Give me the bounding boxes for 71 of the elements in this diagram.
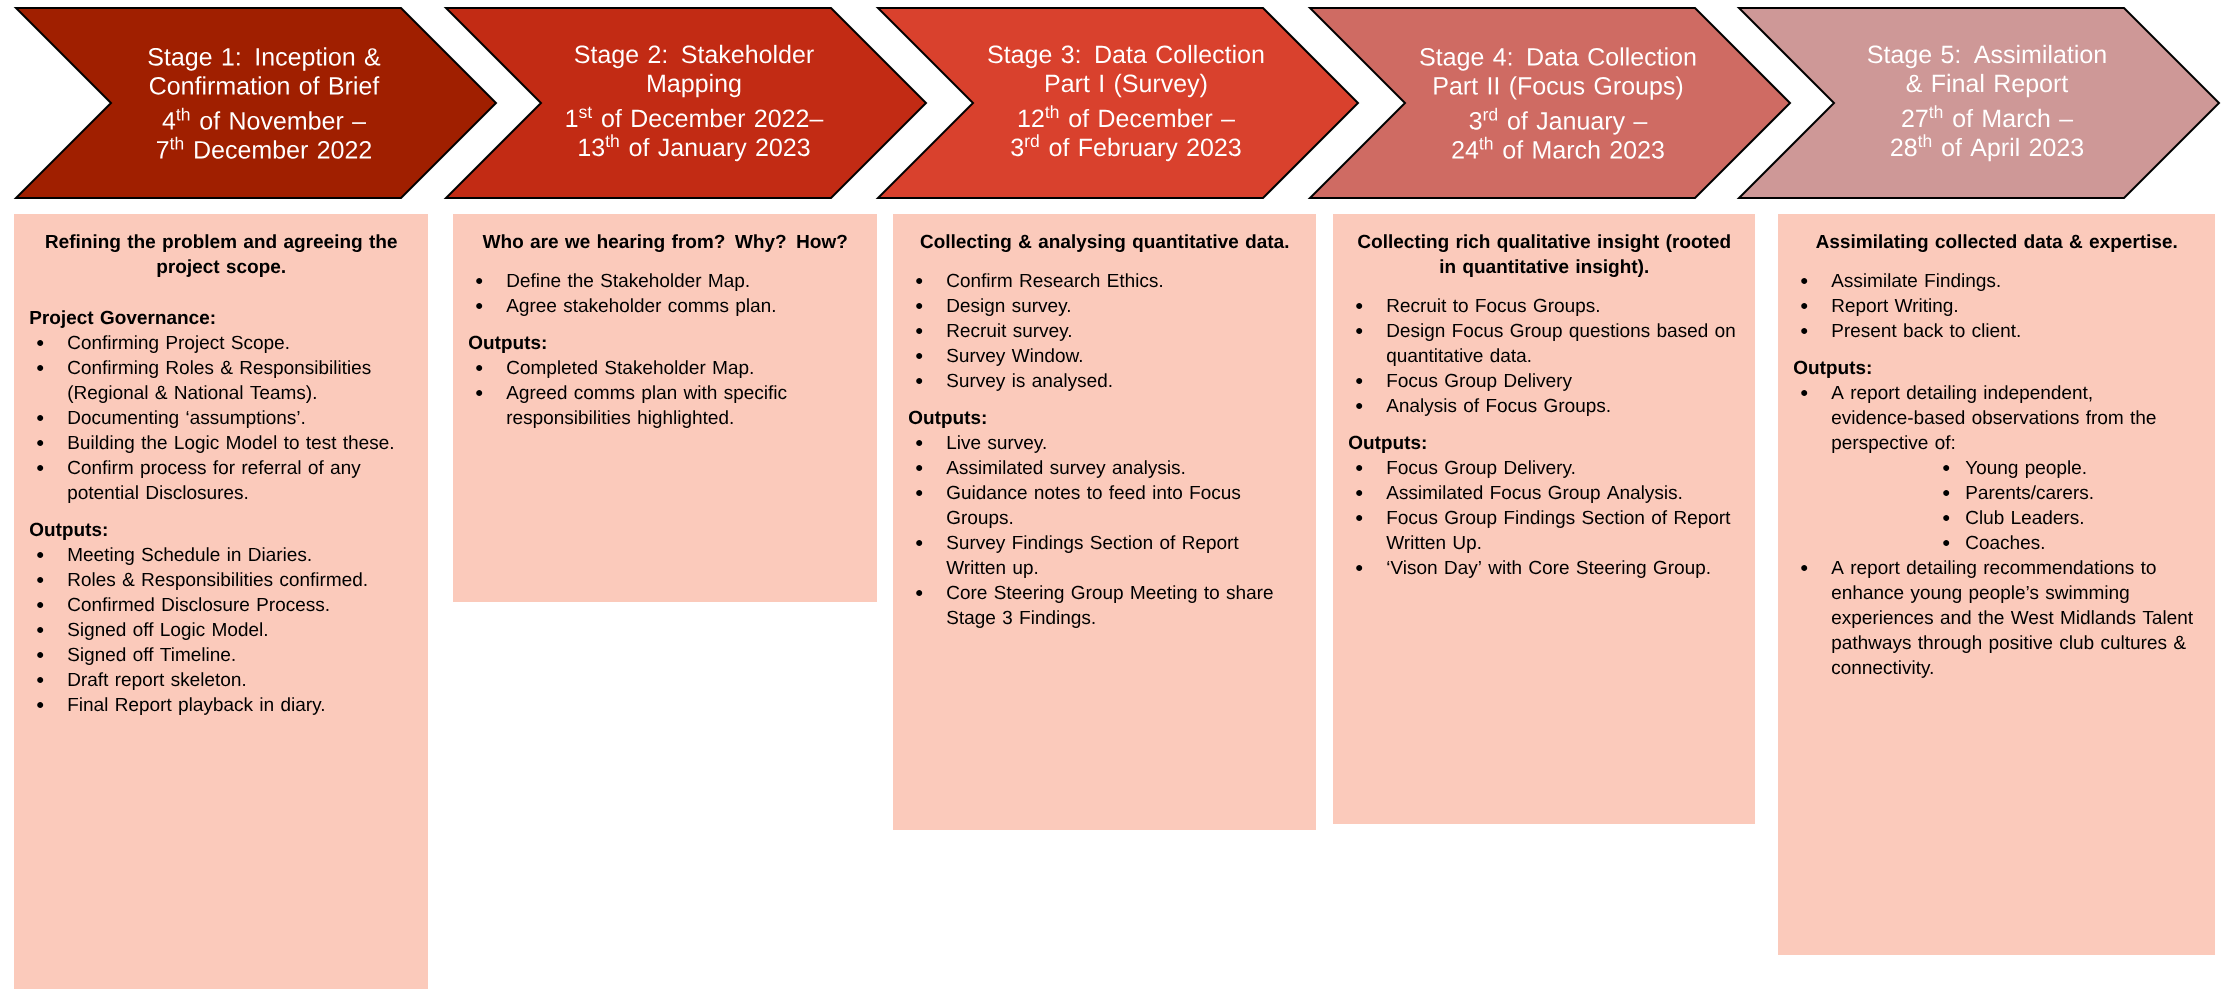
bullet-item: Focus Group Delivery. (1387, 460, 1575, 478)
stage-banner (13, 7, 498, 199)
stage-banner (875, 7, 1360, 199)
section-heading: Outputs: (30, 522, 107, 540)
box-heading: Refining the problem and agreeing the project scope. (46, 234, 397, 277)
bullet-item: Parents/carers. (1966, 485, 2093, 500)
box-heading: Collecting & analysing quantitative data. (920, 234, 1289, 252)
bullet-item: Focus Group Delivery (1387, 373, 1572, 391)
bullet-item: Coaches. (1966, 535, 2044, 550)
stage-box (1778, 214, 2215, 955)
section-heading: Outputs: (1794, 360, 1871, 378)
bullet-item: Assimilated Focus Group Analysis. (1386, 485, 1682, 503)
bullet-item: A report detailing recommendations to enhance young people’s swimming experiences and the West Midlands Talent pathways through positive club cultures & connectivity. (1831, 560, 2193, 678)
stage-text: 4$^{th}$ of November – 7$^{th}$ December 2022 (157, 107, 371, 159)
bullet-item: Completed Stakeholder Map. (507, 360, 753, 378)
stage-banner (1736, 7, 2221, 199)
bullet-item: Recruit survey. (947, 323, 1071, 341)
bullet-item: Analysis of Focus Groups. (1386, 398, 1610, 416)
bullet-item: Roles & Responsibilities confirmed. (68, 572, 367, 590)
bullet-item: A report detailing independent, evidence-based observations from the perspective of: (1831, 385, 2156, 453)
bullet-item: Assimilate Findings. (1831, 273, 2000, 291)
bullet-item: Final Report playback in diary. (68, 697, 324, 715)
stage-text: Stage 4: Data Collection Part II (Focus Groups) (1420, 47, 1696, 100)
bullet-item: Survey is analysed. (947, 373, 1112, 391)
bullet-item: Confirm process for referral of any potential Disclosures. (68, 460, 361, 503)
bullet-item: Building the Logic Model to test these. (68, 435, 393, 453)
box-heading: Collecting rich qualitative insight (rooted in quantitative insight). (1358, 234, 1730, 277)
stage-text: 1$^{st}$ of December 2022– 13$^{th}$ of January 2023 (566, 106, 824, 162)
bullet-item: Focus Group Findings Section of Report Written Up. (1386, 510, 1731, 553)
section-heading: Outputs: (469, 335, 546, 353)
bullet-item: Club Leaders. (1966, 510, 2083, 525)
stage-text: 3$^{rd}$ of January – 24$^{th}$ of March 2023 (1452, 107, 1664, 159)
bullet-item: Draft report skeleton. (68, 672, 245, 690)
section-heading: Project Governance: (30, 310, 215, 328)
bullet-item: Confirming Project Scope. (68, 335, 289, 353)
bullet-item: Confirmed Disclosure Process. (68, 597, 329, 612)
stage-box (893, 214, 1316, 830)
bullet-item: Documenting ‘assumptions’. (68, 410, 305, 428)
section-heading: Outputs: (1349, 435, 1426, 453)
bullet-item: Recruit to Focus Groups. (1387, 298, 1599, 316)
section-heading: Outputs: (909, 410, 986, 428)
bullet-item: Define the Stakeholder Map. (507, 273, 749, 291)
bullet-item: Confirm Research Ethics. (947, 273, 1162, 288)
bullet-item: Confirming Roles & Responsibilities (Regional & National Teams). (68, 360, 371, 403)
bullet-item: Design survey. (947, 298, 1070, 316)
bullet-item: Assimilated survey analysis. (946, 460, 1185, 478)
bullet-item: Agree stakeholder comms plan. (506, 298, 775, 316)
bullet-item: Design Focus Group questions based on quantitative data. (1387, 323, 1735, 366)
stage-banner (443, 7, 928, 199)
bullet-item: Core Steering Group Meeting to share Stage 3 Findings. (947, 585, 1273, 628)
bullet-item: Report Writing. (1832, 298, 1957, 316)
stage-banner (1307, 7, 1792, 199)
box-heading: Who are we hearing from? Why? How? (482, 234, 847, 252)
bullet-item: Guidance notes to feed into Focus Groups. (947, 485, 1241, 528)
bullet-item: Signed off Logic Model. (68, 622, 267, 640)
stage-text: Stage 3: Data Collection Part I (Survey) (988, 44, 1264, 98)
stage-text: 27$^{th}$ of March – 28$^{th}$ of April 2023 (1891, 105, 2084, 162)
bullet-item: Meeting Schedule in Diaries. (68, 547, 311, 565)
bullet-item: ‘Vison Day’ with Core Steering Group. (1387, 560, 1710, 578)
bullet-item: Present back to client. (1832, 323, 2020, 338)
stage-box (14, 214, 428, 989)
stage-box (453, 214, 877, 602)
stage-text: 12$^{th}$ of December – 3$^{rd}$ of February 2023 (1011, 105, 1241, 162)
bullet-item: Young people. (1965, 460, 2086, 478)
bullet-item: Survey Findings Section of Report Written up. (946, 535, 1239, 578)
stage-box (1333, 214, 1755, 824)
bullet-item: Agreed comms plan with specific responsibilities highlighted. (506, 385, 787, 428)
bullet-item: Signed off Timeline. (68, 647, 235, 665)
box-heading: Assimilating collected data & expertise. (1816, 234, 2177, 252)
bullet-item: Survey Window. (947, 348, 1082, 366)
bullet-item: Live survey. (947, 435, 1046, 453)
